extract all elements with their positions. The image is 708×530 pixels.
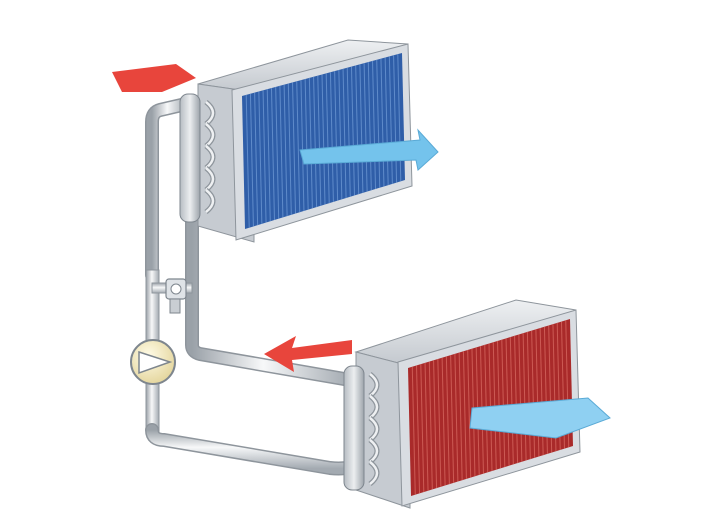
- fin-line: [313, 76, 318, 208]
- expansion-valve-icon: [165, 278, 187, 314]
- fin-line: [411, 366, 416, 495]
- fin-line: [458, 352, 463, 481]
- fin-line: [522, 333, 527, 461]
- fin-line: [283, 84, 288, 217]
- fin-line: [325, 73, 330, 204]
- fin-line: [416, 365, 421, 494]
- fin-line: [262, 90, 267, 223]
- exhaust-air-in-arrow: [264, 336, 352, 372]
- fin-line: [279, 85, 284, 218]
- fin-line: [518, 334, 523, 462]
- fin-line: [450, 355, 455, 483]
- return-bend: [369, 461, 379, 485]
- cooling-coil-header: [179, 93, 201, 223]
- fin-line: [334, 71, 339, 201]
- return-bend: [369, 373, 379, 397]
- fin-line: [514, 335, 519, 464]
- fin-line: [380, 58, 385, 187]
- fin-line: [245, 94, 250, 228]
- fin-line: [266, 89, 271, 222]
- fin-line: [437, 358, 442, 487]
- fin-line: [287, 83, 292, 215]
- fin-line: [372, 60, 377, 190]
- fin-line: [433, 360, 438, 489]
- fin-line: [501, 339, 506, 468]
- fin-line: [497, 340, 502, 469]
- fin-line: [292, 82, 297, 214]
- fin-line: [304, 79, 309, 210]
- circulation-pump-icon: [130, 339, 176, 385]
- fin-line: [346, 67, 351, 197]
- return-bend: [205, 101, 215, 125]
- return-bend: [369, 395, 379, 419]
- heating-coil-header: [343, 365, 365, 491]
- fin-line: [321, 74, 326, 205]
- fin-line: [467, 349, 472, 478]
- fin-line: [445, 356, 450, 485]
- fin-line: [308, 77, 313, 209]
- return-bend: [205, 189, 215, 213]
- fin-line: [526, 331, 531, 460]
- fin-line: [355, 65, 360, 195]
- fin-line: [363, 63, 368, 192]
- fin-line: [509, 337, 514, 465]
- fin-line: [424, 362, 429, 491]
- fin-line: [350, 66, 355, 196]
- heating-coil-return-bends: [368, 372, 380, 486]
- cooling-coil-fin-lines: [245, 54, 402, 228]
- fin-line: [300, 80, 305, 211]
- fin-line: [388, 56, 393, 184]
- fin-line: [275, 86, 280, 219]
- fin-line: [393, 55, 398, 183]
- fin-line: [384, 57, 389, 186]
- fin-line: [359, 64, 364, 193]
- fin-line: [505, 338, 510, 466]
- fin-line: [454, 353, 459, 482]
- pipe-left-vertical: [145, 269, 160, 343]
- return-bend: [205, 145, 215, 169]
- fin-line: [254, 92, 259, 226]
- fin-line: [376, 59, 381, 188]
- return-bend: [205, 123, 215, 147]
- return-bend: [369, 439, 379, 463]
- fin-line: [338, 69, 343, 200]
- fin-line: [441, 357, 446, 486]
- fin-line: [342, 68, 347, 199]
- heated-air-out-arrow: [469, 397, 611, 439]
- warm-air-in-arrow: [112, 64, 196, 92]
- fin-line: [428, 361, 433, 490]
- cooling-coil: [179, 39, 413, 243]
- fin-line: [329, 72, 334, 202]
- fin-line: [317, 75, 322, 206]
- fin-line: [462, 351, 467, 479]
- fin-line: [258, 91, 263, 224]
- return-bend: [369, 417, 379, 441]
- fin-line: [531, 330, 536, 458]
- fin-line: [420, 364, 425, 493]
- return-bend: [205, 167, 215, 191]
- fin-line: [270, 88, 275, 220]
- fin-line: [367, 62, 372, 191]
- cool-air-out-arrow: [299, 128, 439, 171]
- fin-line: [296, 81, 301, 213]
- cooling-coil-return-bends: [204, 100, 216, 214]
- fin-line: [249, 93, 254, 227]
